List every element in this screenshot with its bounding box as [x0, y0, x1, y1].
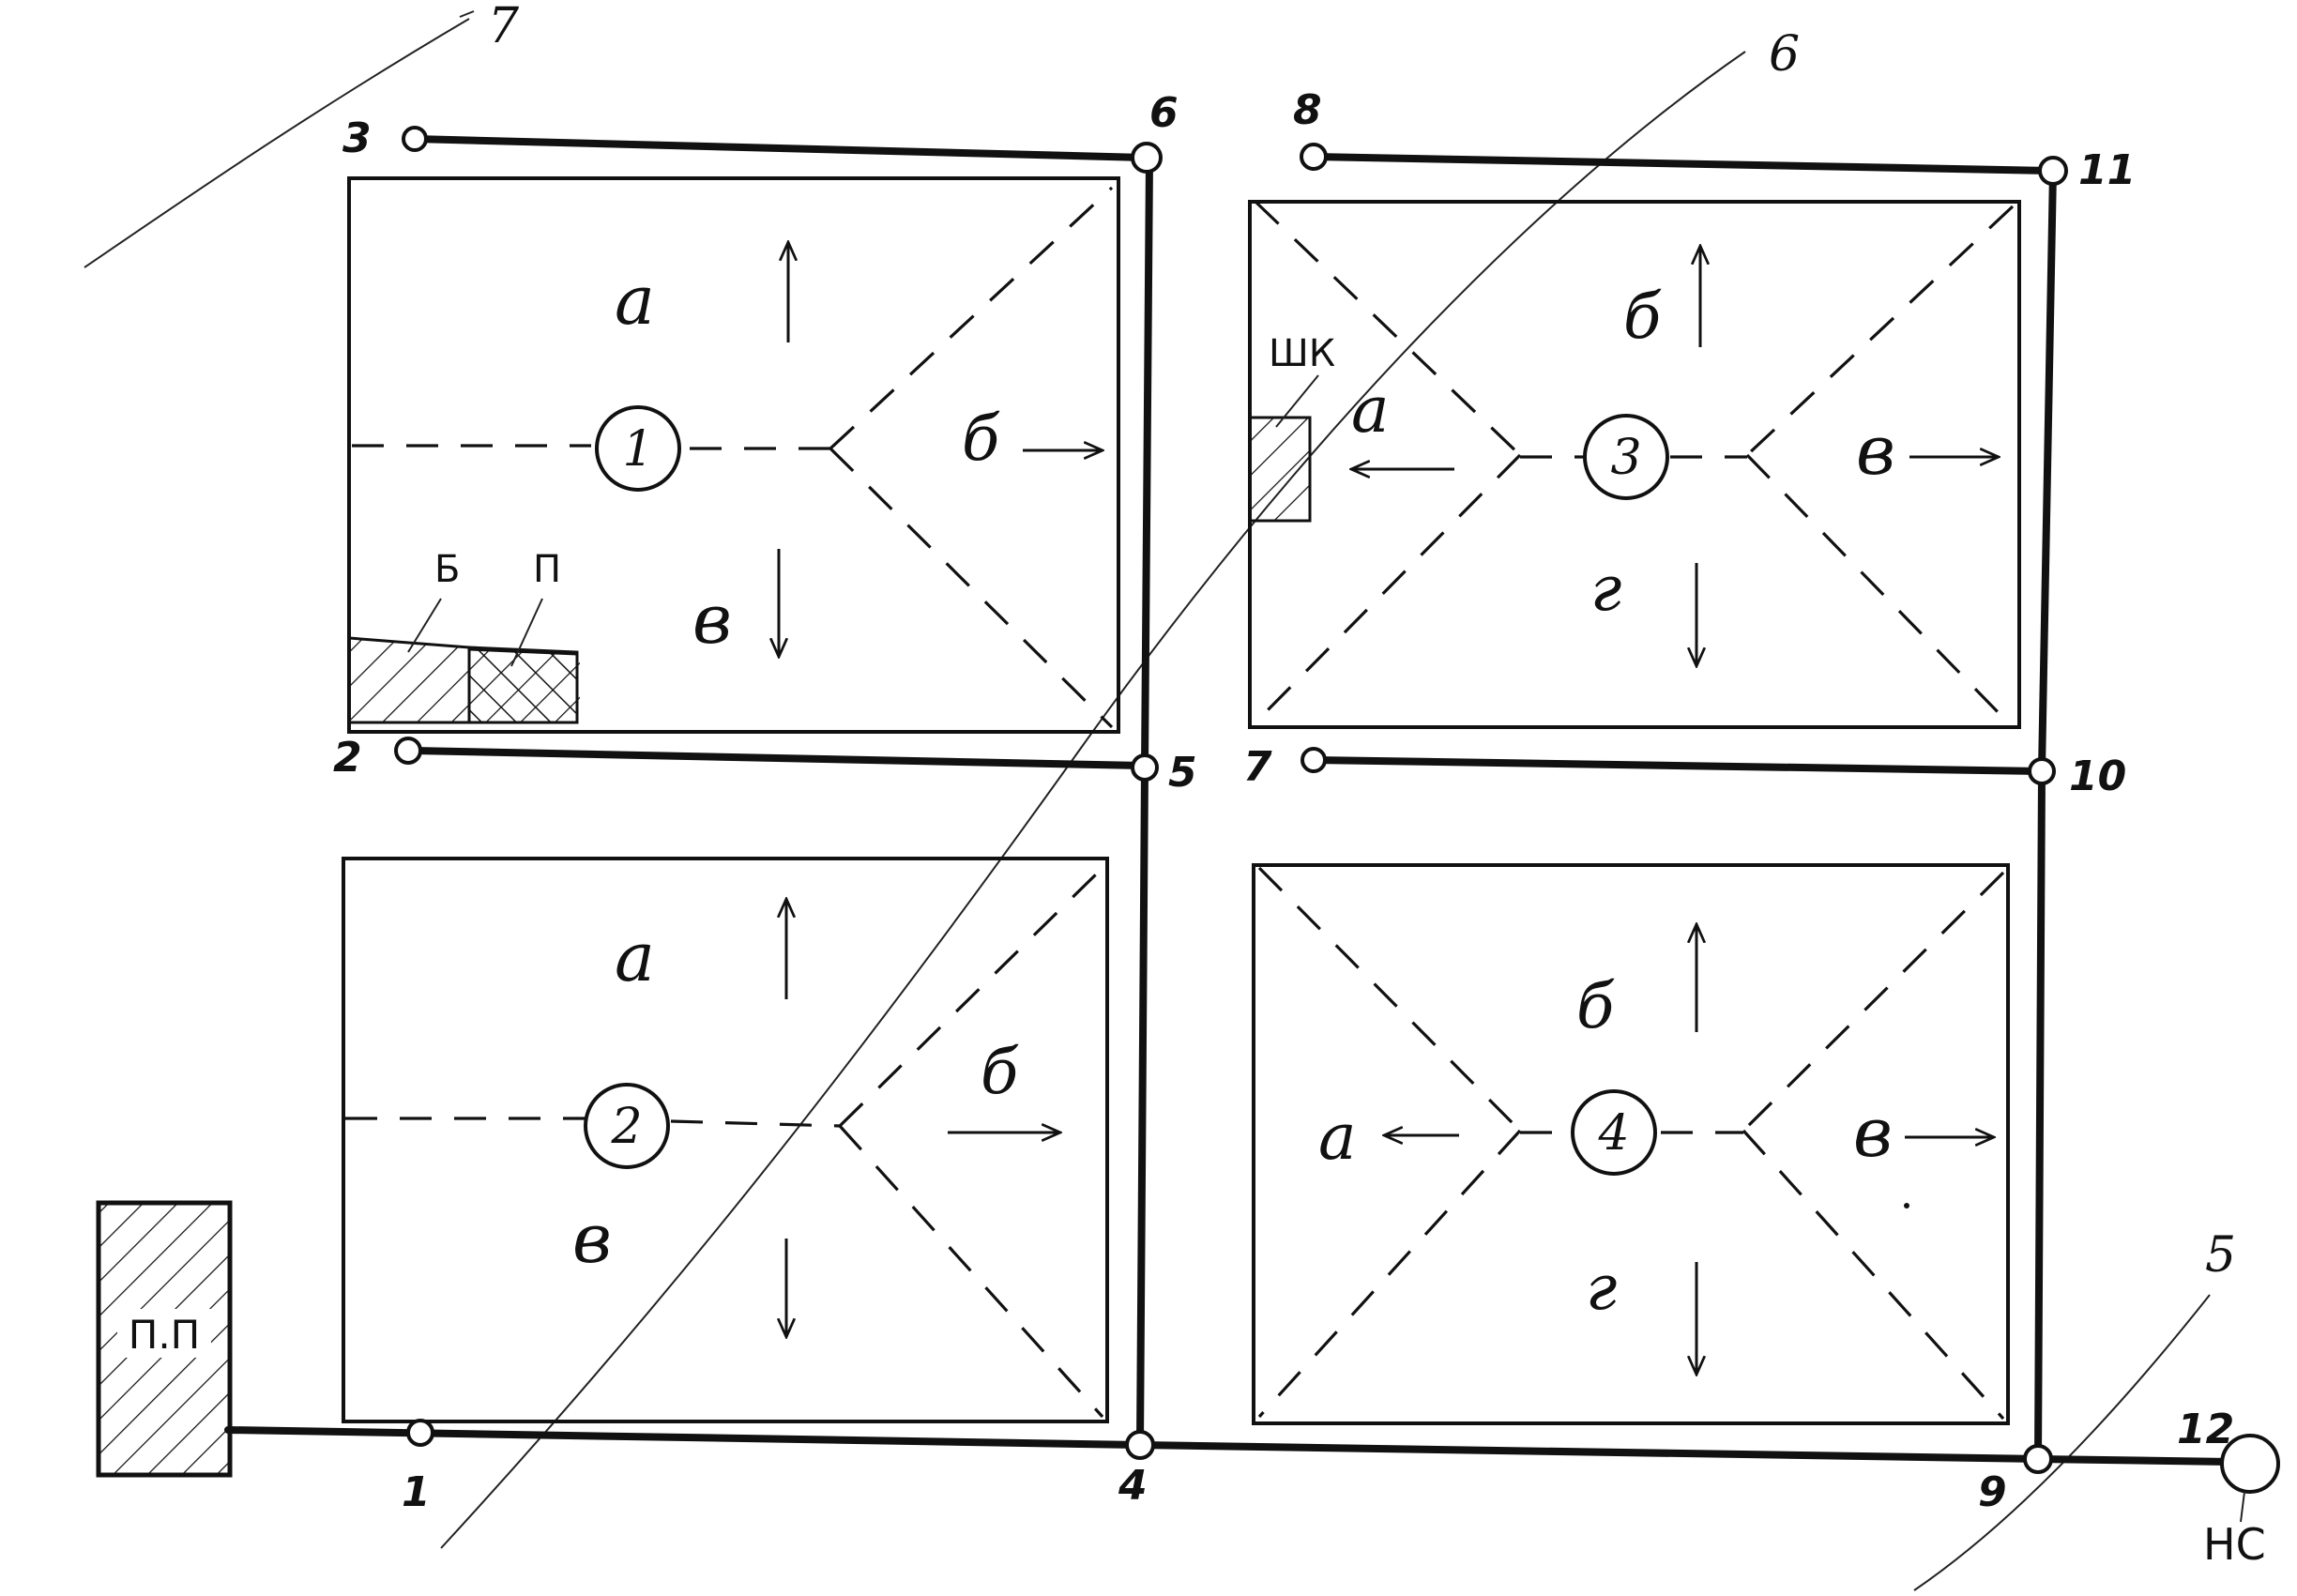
field-1-slope-a: а	[615, 261, 655, 340]
pipe-11-10	[2038, 167, 2057, 773]
contour-line-6: 6	[440, 26, 1800, 1549]
pipe-8-11	[1310, 153, 2057, 175]
label-shk: ШК	[1269, 332, 1335, 375]
field-4-marker	[1571, 1089, 1657, 1176]
node-4-label: 4	[1118, 1462, 1148, 1510]
field-4: 4 а б в г	[1252, 863, 2010, 1425]
building-pp: П.П	[96, 1200, 233, 1478]
node-1-label: 1	[402, 1468, 431, 1516]
field-2-slope-v: в	[572, 1199, 612, 1278]
field-1-boundary	[347, 176, 1120, 734]
node-2-label: 2	[333, 734, 362, 782]
line-6-label: 6	[1769, 26, 1800, 83]
contour-line-7: 7	[84, 0, 520, 268]
pipe-4-9	[1136, 1441, 2045, 1463]
node-5	[1131, 753, 1159, 782]
pipe-6-5	[1141, 156, 1153, 771]
field-1: 1 а б в Б П	[347, 176, 1120, 734]
node-3-label: 3	[342, 114, 372, 162]
label-b: Б	[434, 548, 460, 591]
field-3-number: 3	[1610, 430, 1641, 486]
field-1-number: 1	[622, 421, 653, 478]
field-3-slope-g: г	[1590, 553, 1621, 625]
node-11	[2038, 156, 2068, 186]
field-4-slope-a: а	[1318, 1101, 1357, 1175]
node-4	[1125, 1430, 1155, 1460]
label-ns: НС	[2203, 1519, 2266, 1570]
node-5-label: 5	[1168, 749, 1197, 797]
node-6-label: 6	[1149, 89, 1179, 137]
node-8	[1300, 143, 1328, 171]
line-7-label: 7	[488, 0, 520, 54]
pipeline-network	[224, 135, 2235, 1466]
pipeline-nodes: 3 6 8 11 2 5 7 10 1 4 9 12 НС	[333, 86, 2280, 1570]
node-10	[2028, 757, 2056, 785]
field-4-number: 4	[1597, 1105, 1629, 1162]
field-3-slope-v: в	[1856, 411, 1895, 490]
node-8-label: 8	[1293, 86, 1322, 134]
node-1	[406, 1419, 434, 1447]
field-2-marker	[584, 1083, 670, 1169]
field-2-slope-a: а	[615, 918, 655, 996]
node-3	[402, 126, 428, 152]
node-11-label: 11	[2078, 146, 2136, 194]
label-p: П	[533, 548, 561, 591]
pipe-7-10	[1310, 756, 2046, 775]
pump-station	[2220, 1434, 2280, 1494]
node-10-label: 10	[2069, 752, 2126, 800]
field-2-number: 2	[610, 1099, 642, 1155]
node-7-label: 7	[1243, 743, 1272, 791]
label-pp: П.П	[129, 1312, 201, 1358]
field-2-slope-b: б	[981, 1036, 1019, 1108]
pipe-2-5	[409, 747, 1147, 769]
field-3: 3 а б в г ШК	[1248, 200, 2021, 729]
field-4-slope-g: г	[1586, 1252, 1617, 1324]
field-1-slope-b: б	[962, 403, 1000, 475]
field-2-boundary	[342, 857, 1109, 1423]
field-4-slope-b: б	[1576, 970, 1615, 1042]
node-6	[1131, 142, 1163, 174]
field-1-slope-v: в	[692, 580, 732, 659]
pipe-10-9	[2034, 768, 2046, 1463]
building-shk	[1248, 416, 1312, 523]
node-2	[394, 737, 422, 765]
field-3-marker	[1583, 414, 1669, 500]
node-9	[2023, 1444, 2053, 1474]
pipe-5-4	[1136, 766, 1148, 1447]
node-9-label: 9	[1978, 1468, 2007, 1516]
pipe-9-12	[2034, 1455, 2235, 1466]
field-1-marker	[595, 405, 681, 492]
field-4-slope-v: в	[1853, 1093, 1893, 1172]
field-2: 2 а б в	[342, 857, 1109, 1423]
node-12-label: 12	[2177, 1406, 2234, 1453]
pipe-pp-4	[224, 1426, 1144, 1449]
field-3-slope-b: б	[1623, 281, 1662, 353]
line-5-label: 5	[2205, 1227, 2236, 1284]
field-4-boundary	[1252, 863, 2010, 1425]
pipe-3-6	[411, 135, 1148, 161]
field-3-slope-a: а	[1351, 373, 1390, 448]
node-7	[1301, 747, 1327, 773]
